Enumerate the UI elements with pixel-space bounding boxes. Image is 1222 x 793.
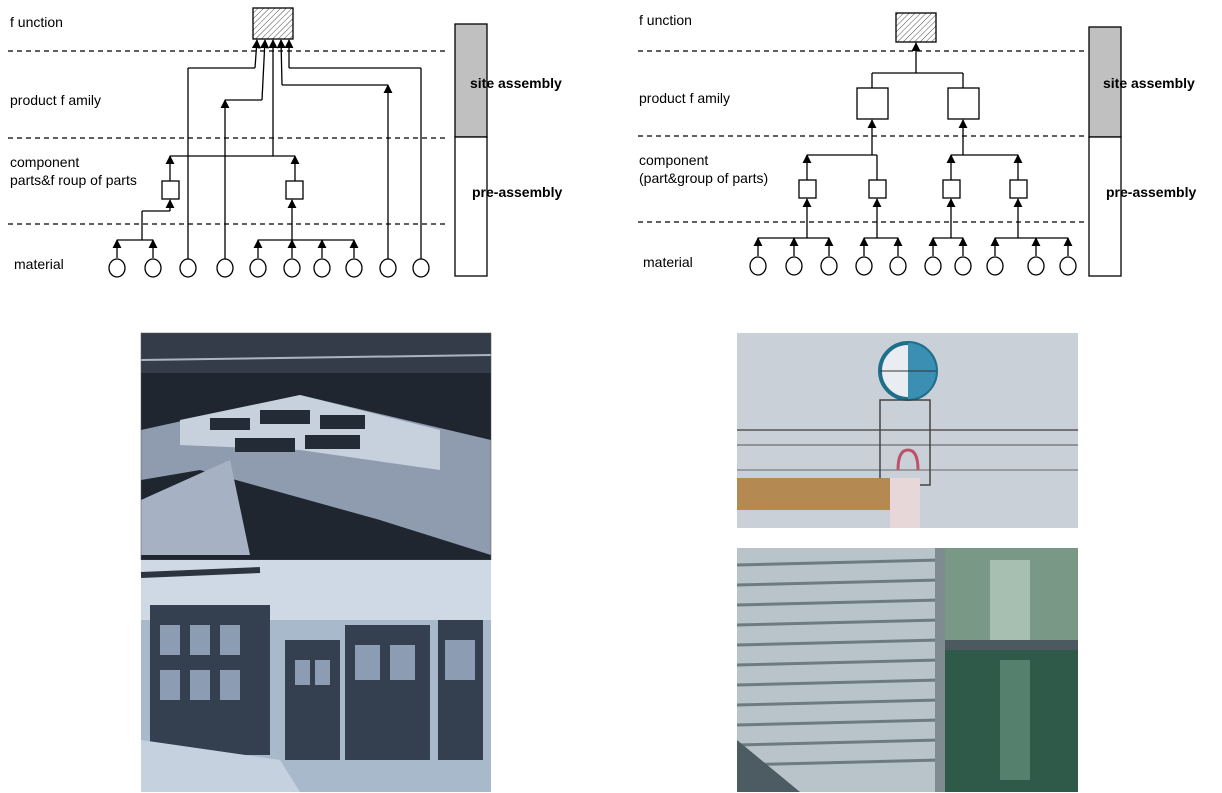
right-site-assembly-label: site assembly (1103, 75, 1195, 91)
material-circle (217, 259, 233, 277)
material-circle (821, 257, 837, 275)
left-level-component-sub: parts&f roup of parts (10, 172, 137, 188)
stacked-prefab-panels-photo (141, 560, 491, 792)
left-component-box-b (286, 181, 303, 199)
left-level-function: f unction (10, 14, 63, 30)
material-circle (314, 259, 330, 277)
left-hierarchy-diagram: f unction product f amily component part… (8, 8, 562, 277)
material-circle (1028, 257, 1044, 275)
facade-connection-drawing-photo (737, 333, 1078, 528)
right-level-material: material (643, 254, 693, 270)
material-circle (786, 257, 802, 275)
left-level-component: component (10, 154, 79, 170)
left-material-circles (109, 259, 429, 277)
left-pre-assembly-bar (455, 137, 487, 276)
left-component-box-a (162, 181, 179, 199)
material-circle (109, 259, 125, 277)
right-pre-assembly-label: pre-assembly (1106, 184, 1196, 200)
right-level-function: f unction (639, 12, 692, 28)
right-pre-assembly-bar (1089, 137, 1121, 276)
right-component-box (869, 180, 886, 198)
material-circle (413, 259, 429, 277)
right-function-box (896, 13, 936, 42)
material-circle (380, 259, 396, 277)
right-product-box-a (857, 88, 888, 119)
material-circle (987, 257, 1003, 275)
right-product-box-b (948, 88, 979, 119)
right-component-box (943, 180, 960, 198)
left-level-product-family: product f amily (10, 92, 101, 108)
right-level-component: component (639, 152, 708, 168)
precast-concrete-panel-photo (141, 333, 491, 560)
material-circle (145, 259, 161, 277)
right-component-box (799, 180, 816, 198)
material-circle (346, 259, 362, 277)
left-pre-assembly-label: pre-assembly (472, 184, 562, 200)
material-circle (250, 259, 266, 277)
right-level-product-family: product f amily (639, 90, 730, 106)
right-level-component-sub: (part&group of parts) (639, 170, 768, 186)
material-circle (1060, 257, 1076, 275)
left-connectors (117, 40, 421, 259)
right-material-circles (750, 257, 1076, 275)
material-circle (890, 257, 906, 275)
material-circle (925, 257, 941, 275)
left-function-box (253, 8, 293, 39)
right-hierarchy-diagram: f unction product f amily component (par… (638, 12, 1196, 276)
left-site-assembly-label: site assembly (470, 75, 562, 91)
material-circle (856, 257, 872, 275)
material-circle (284, 259, 300, 277)
material-circle (180, 259, 196, 277)
right-connectors (758, 43, 1068, 256)
material-circle (955, 257, 971, 275)
louvre-glass-facade-photo (737, 548, 1078, 792)
left-level-material: material (14, 256, 64, 272)
material-circle (750, 257, 766, 275)
right-component-box (1010, 180, 1027, 198)
